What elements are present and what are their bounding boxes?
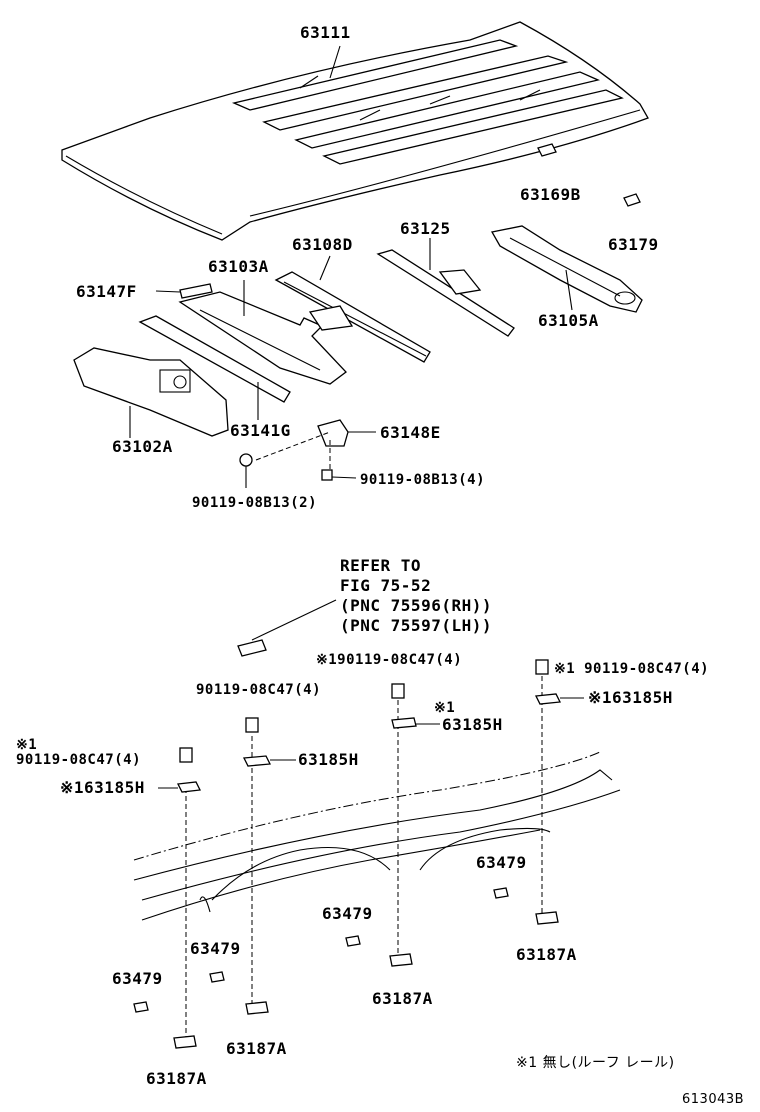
label-63103a: 63103A [208,257,269,276]
clip-63185h-mid [242,755,296,767]
label-63187a-left: 63187A [146,1069,207,1088]
pad-63479-mid [209,971,225,983]
label-c47-left-mid: 90119-08C47(4) [196,682,322,698]
clip-63185h-left [158,781,201,793]
label-63479-mid: 63479 [190,939,241,958]
pad-63169b [537,143,557,157]
roof-panel-63111 [61,21,649,241]
panel-63103a [178,280,347,385]
label-63147f: 63147F [76,282,137,301]
label-bolt-08b13-4: 90119-08B13(4) [360,472,486,488]
label-h-center: 63185H [442,715,503,734]
label-63111: 63111 [300,23,351,42]
label-63102a: 63102A [112,437,173,456]
label-c47-left-mark: ※1 [16,737,38,753]
bolt-08c47-right [535,659,549,675]
label-63479-right: 63479 [476,853,527,872]
label-c47-left: 90119-08C47(4) [16,752,142,768]
reinforcement-63125 [376,238,515,337]
bracket-63187a-left [173,1035,197,1049]
header-63102a [73,347,229,438]
label-h-left: ※163185H [60,778,145,797]
pad-63479-right [493,887,509,899]
label-h-right: ※163185H [588,688,673,707]
refer-note: REFER TO FIG 75-52 (PNC 75596(RH)) (PNC … [340,556,492,636]
label-63187a-right: 63187A [516,945,577,964]
label-c47-center: ※190119-08C47(4) [316,652,463,668]
pad-63479-center [345,935,361,947]
bolt-90119-08b13-right [321,469,357,481]
pad-63479-left [133,1001,149,1013]
label-63169b: 63169B [520,185,581,204]
label-63105a: 63105A [538,311,599,330]
label-63187a-mid: 63187A [226,1039,287,1058]
label-63148e: 63148E [380,423,441,442]
clip-63185h-center [391,717,440,729]
label-c47-right: ※1 90119-08C47(4) [554,661,710,677]
label-63141g: 63141G [230,421,291,440]
clip-63185h-right [534,693,584,705]
roof-side-outline [133,751,621,921]
label-63179: 63179 [608,235,659,254]
refer-line-2: FIG 75-52 [340,576,432,595]
bracket-63187a-right [535,911,559,925]
bow-63141g [138,315,291,420]
label-63187a-center: 63187A [372,989,433,1008]
label-63479-left: 63479 [112,969,163,988]
label-h-mid: 63185H [298,750,359,769]
figure-id: 613043B [682,1092,745,1107]
label-h-center-mark: ※1 [434,700,456,716]
refer-line-1: REFER TO [340,556,422,575]
bolt-90119-08b13-left [239,453,253,488]
footnote: ※1 無し(ルーフ レール) [516,1055,675,1071]
pad-63179 [623,193,641,207]
header-63105a [490,225,643,313]
label-63125: 63125 [400,219,451,238]
bracket-63148e [255,419,376,470]
bolt-08c47-left [179,747,193,763]
clip-63147f [155,283,213,299]
bolt-08c47-center [391,683,405,699]
label-63108d: 63108D [292,235,353,254]
label-bolt-08b13-2: 90119-08B13(2) [192,495,318,511]
label-63479-center: 63479 [322,904,373,923]
bracket-63187a-mid [245,1001,269,1015]
reinforcement-63108d [274,255,431,363]
roof-rail-reference [237,599,337,657]
bracket-63187a-center [389,953,413,967]
refer-line-3: (PNC 75596(RH)) [340,596,492,615]
bolt-08c47-mid [245,717,259,733]
refer-line-4: (PNC 75597(LH)) [340,616,492,635]
